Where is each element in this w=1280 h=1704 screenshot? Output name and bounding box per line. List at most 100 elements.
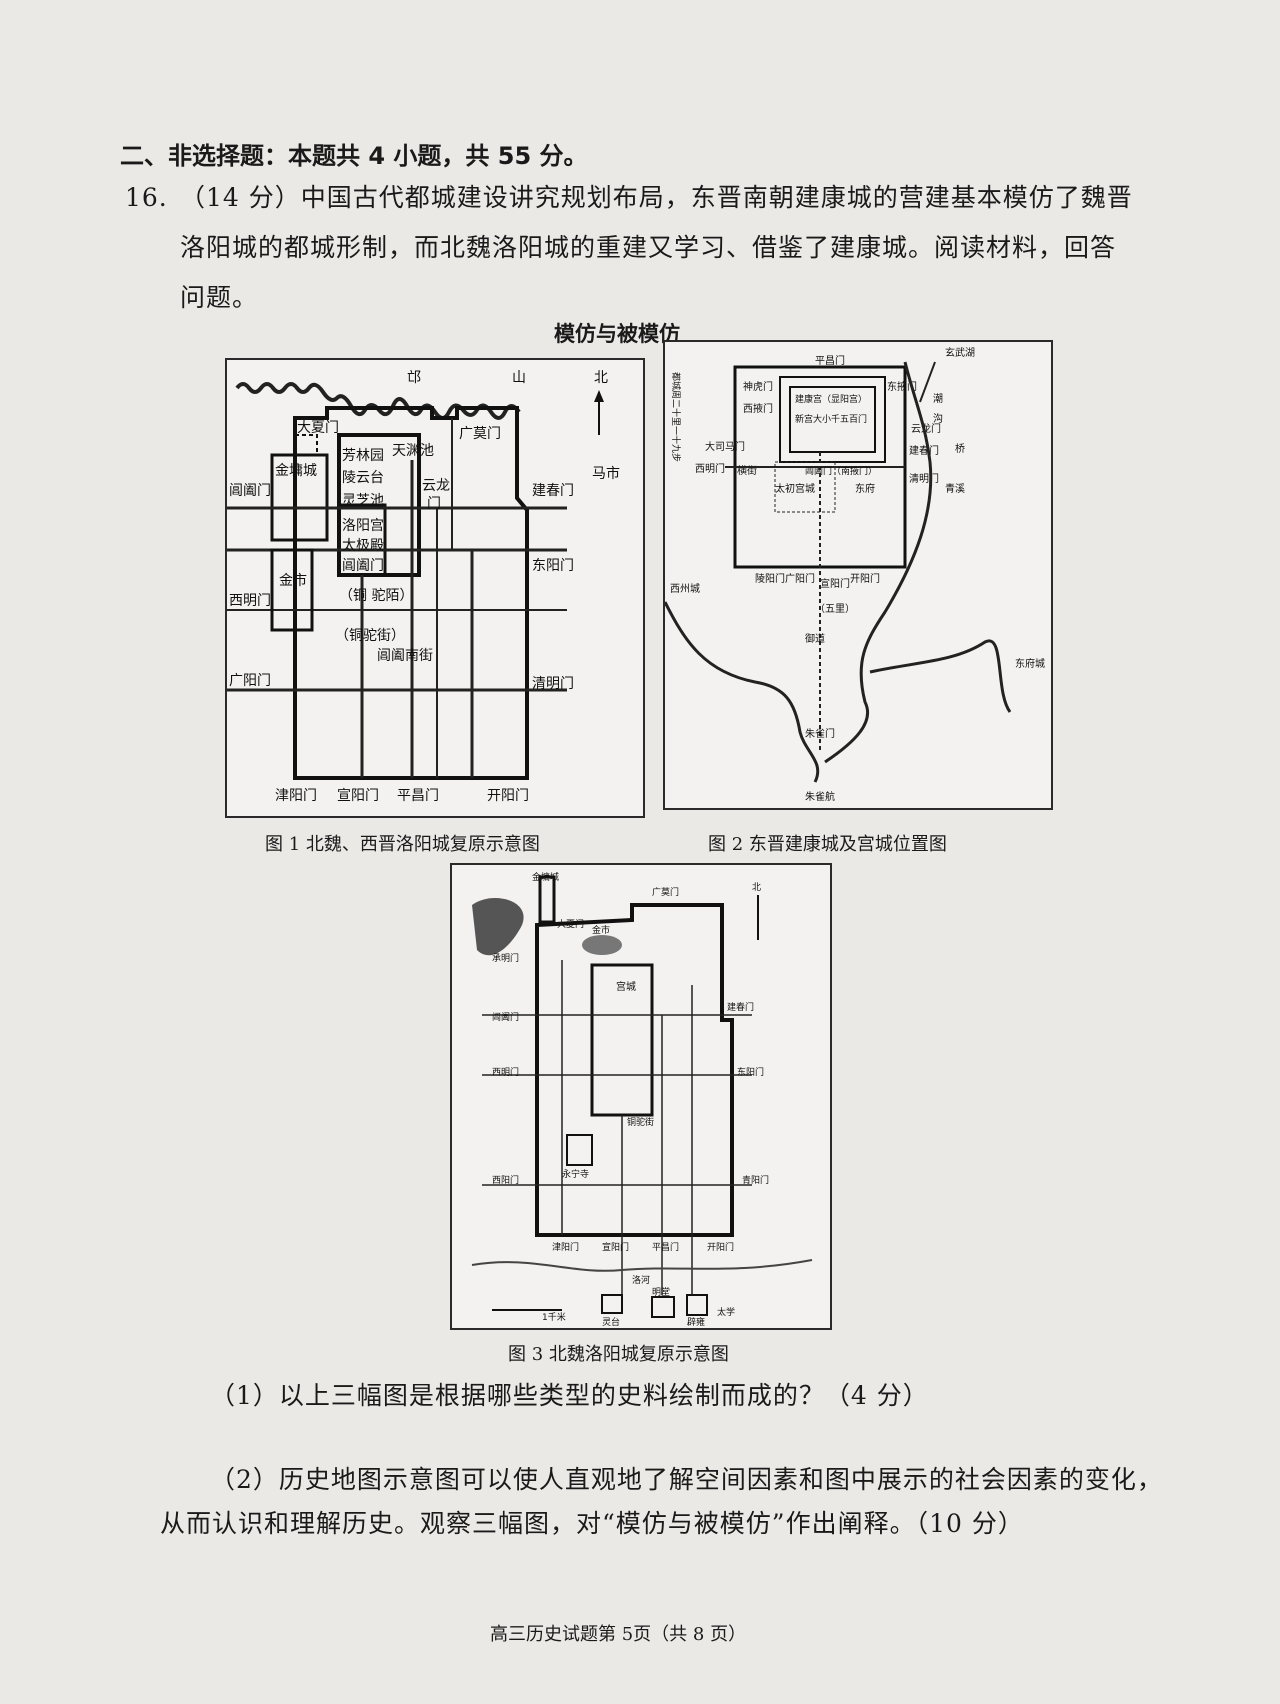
fig1-label-xuanyangmen: 宣阳门	[337, 788, 379, 804]
sub-question-2-line2: 从而认识和理解历史。观察三幅图，对“模仿与被模仿”作出阐释。（10 分）	[160, 1509, 1024, 1538]
fig1-label-changhenanjie: 阊阖南街	[377, 648, 433, 664]
fig2-label-zhuquehang: 朱雀航	[805, 790, 835, 803]
fig3-label-jinyangmen: 津阳门	[552, 1241, 579, 1253]
fig2-label-taichucheng: 太初宫城	[775, 482, 815, 495]
fig3-label-guangmomen: 广莫门	[652, 886, 679, 898]
fig2-label-kaiyangmen: 开阳门	[850, 572, 880, 585]
fig3-label-changhemen: 阊阖门	[492, 1011, 519, 1023]
fig2-label-zhuquemen: 朱雀门	[805, 727, 835, 740]
fig1-label-shan: 山	[512, 370, 526, 386]
fig3-label-biyong: 辟雍	[687, 1316, 705, 1328]
figure-2-caption: 图 2 东晋建康城及宫城位置图	[708, 834, 947, 855]
fig2-label-chao: 潮	[933, 392, 943, 405]
fig2-label-shenhumen: 神虎门	[743, 380, 773, 393]
fig2-label-gongcheng: 建康宫（显阳宫）	[795, 393, 867, 405]
question-number: 16.	[125, 183, 168, 212]
fig2-label-xuanwuhu: 玄武湖	[945, 346, 975, 359]
fig3-label-yongningsi: 永宁寺	[562, 1168, 589, 1180]
fig1-label-yunlong: 云龙	[422, 478, 450, 494]
fig1-label-jianchunmen: 建春门	[532, 483, 574, 499]
fig1-label-guangyangmen: 广阳门	[229, 673, 271, 689]
fig2-label-dongfu: 东府	[855, 482, 875, 495]
fig1-label-tianyuanchi: 天渊池	[392, 443, 434, 459]
fig2-label-jianchunmen: 建春门	[909, 444, 939, 457]
fig2-label-dongfucheng: 东府城	[1015, 657, 1045, 670]
fig3-label-pingchangmen: 平昌门	[652, 1241, 679, 1253]
fig2-label-qingmingmen: 清明门	[909, 472, 939, 485]
page-footer: 高三历史试题第 5页（共 8 页）	[490, 1624, 747, 1645]
fig1-label-jinyangmen: 津阳门	[275, 788, 317, 804]
material-title: 模仿与被模仿	[554, 322, 680, 346]
fig2-label-gongcheng2: 新宫大小千五百门	[795, 413, 867, 425]
fig2-label-changhemen: 阊阖门（南掖门）	[805, 465, 877, 477]
fig1-label-lingzhichi: 灵芝池	[342, 493, 384, 509]
fig1-label-tongtuojie: （铜驼街）	[335, 627, 405, 644]
fig3-label-jianchunmen: 建春门	[727, 1001, 754, 1013]
fig3-label-ximingmen: 西明门	[492, 1066, 519, 1078]
sub-question-2-line1: （2）历史地图示意图可以使人直观地了解空间因素和图中展示的社会因素的变化，	[210, 1465, 1163, 1494]
fig2-label-ximingmen: 西明门	[695, 462, 725, 475]
fig2-label-pingchangmen: 平昌门	[815, 354, 845, 367]
fig2-label-lingyangmen: 陵阳门	[755, 572, 785, 585]
fig2-label-hengjie: 横街	[737, 464, 757, 477]
fig3-label-xuanyangmen: 宣阳门	[602, 1241, 629, 1253]
fig1-label-luoyanggong: 洛阳宫	[342, 518, 384, 534]
fig1-label-fanglinyuan: 芳林园	[342, 447, 384, 464]
fig3-label-scale: 1千米	[542, 1311, 566, 1323]
fig2-label-xiyemen: 西掖门	[743, 402, 773, 415]
fig1-label-north: 北	[594, 370, 608, 386]
figure-3-caption: 图 3 北魏洛阳城复原示意图	[508, 1344, 729, 1365]
fig1-label-men: 门	[427, 496, 441, 512]
fig1-label-jinyongcheng: 金墉城	[275, 463, 317, 479]
fig3-label-kaiyangmen: 开阳门	[707, 1241, 734, 1253]
fig3-label-xiyangmen: 西阳门	[492, 1174, 519, 1186]
question-intro-line1: （14 分）中国古代都城建设讲究规划布局，东晋南朝建康城的营建基本模仿了魏晋	[180, 183, 1133, 212]
figure-2-jiankang-map: 玄武湖 都城周二十里一十九步 平昌门 神虎门 西掖门 建康宫（显阳宫） 新宫大小…	[663, 340, 1053, 810]
fig3-label-gongcheng: 宫城	[616, 980, 636, 993]
fig1-label-dongyangmen: 东阳门	[532, 558, 574, 574]
fig2-label-qinghuai: 青溪	[945, 482, 965, 495]
fig2-label-wuli: （五里）	[815, 603, 855, 615]
fig3-label-lingtai: 灵台	[602, 1316, 620, 1328]
fig2-label-xuanyangmen: 宣阳门	[820, 577, 850, 590]
fig2-label-yunlongmen: 云龙门	[911, 422, 941, 435]
fig1-label-mang: 邙	[407, 370, 421, 386]
section-heading: 二、非选择题：本题共 4 小题，共 55 分。	[120, 142, 588, 170]
fig3-label-dongyangmen: 东阳门	[737, 1066, 764, 1078]
figure-3-luoyang-map: 金墉城 广莫门 大夏门 金市 承明门 宫城 阊阖门 建春门 西明门 东阳门 铜驼…	[450, 863, 832, 1330]
fig1-label-kaiyangmen: 开阳门	[487, 788, 529, 804]
fig1-label-qingmingmen: 清明门	[532, 676, 574, 692]
fig1-label-lingyuntai: 陵云台	[342, 470, 384, 486]
fig1-label-tuomo: （铜 驼陌）	[339, 587, 413, 604]
fig3-label-taixue: 太学	[717, 1306, 735, 1318]
fig3-label-qingyangmen: 青阳门	[742, 1174, 769, 1186]
fig2-label-guangyangmen: 广阳门	[785, 572, 815, 585]
fig1-label-ximingmen: 西明门	[229, 593, 271, 609]
fig1-label-daxiamen: 大夏门	[297, 420, 339, 436]
fig2-label-yudao: 御道	[805, 632, 825, 645]
question-intro-line3: 问题。	[180, 283, 259, 312]
fig1-label-pingchangmen: 平昌门	[397, 788, 439, 804]
fig1-label-changhemen: 阊阖门	[229, 483, 271, 499]
fig3-label-jinshi: 金市	[592, 924, 610, 936]
fig3-label-jinyongcheng: 金墉城	[532, 871, 559, 883]
fig1-label-taijidian: 太极殿	[342, 538, 384, 554]
fig3-label-mingtang: 明堂	[652, 1286, 670, 1298]
figure-1-caption: 图 1 北魏、西晋洛阳城复原示意图	[265, 834, 540, 855]
fig3-label-northsign: 北	[752, 882, 761, 893]
fig2-label-qiaoshi: 桥	[955, 443, 965, 455]
fig2-label-xizhoucheng: 西州城	[670, 583, 700, 595]
fig2-label-gou: 沟	[933, 412, 943, 425]
fig2-label-damasimen: 大司马门	[705, 440, 745, 453]
sub-question-1: （1）以上三幅图是根据哪些类型的史料绘制而成的？（4 分）	[210, 1381, 929, 1410]
fig3-label-luohe: 洛河	[632, 1274, 650, 1286]
fig1-label-changhemen-inner: 阊阖门	[342, 558, 384, 574]
fig1-label-jinshi: 金市	[279, 572, 307, 589]
fig3-label-chengmingmen: 承明门	[492, 952, 519, 964]
figure-1-luoyang-map: 邙 山 北 大夏门 广莫门 金墉城 芳林园 天渊池 陵云台 灵芝池 云龙 门 阊…	[225, 358, 645, 818]
fig2-label-ducheng: 都城周二十里一十九步	[670, 372, 682, 462]
fig3-label-tongtuojie: 铜驼街	[627, 1116, 654, 1128]
question-intro-line2: 洛阳城的都城形制，而北魏洛阳城的重建又学习、借鉴了建康城。阅读材料，回答	[180, 233, 1117, 262]
fig1-label-guangmomen: 广莫门	[459, 426, 501, 442]
fig1-label-mashi: 马市	[592, 465, 620, 482]
